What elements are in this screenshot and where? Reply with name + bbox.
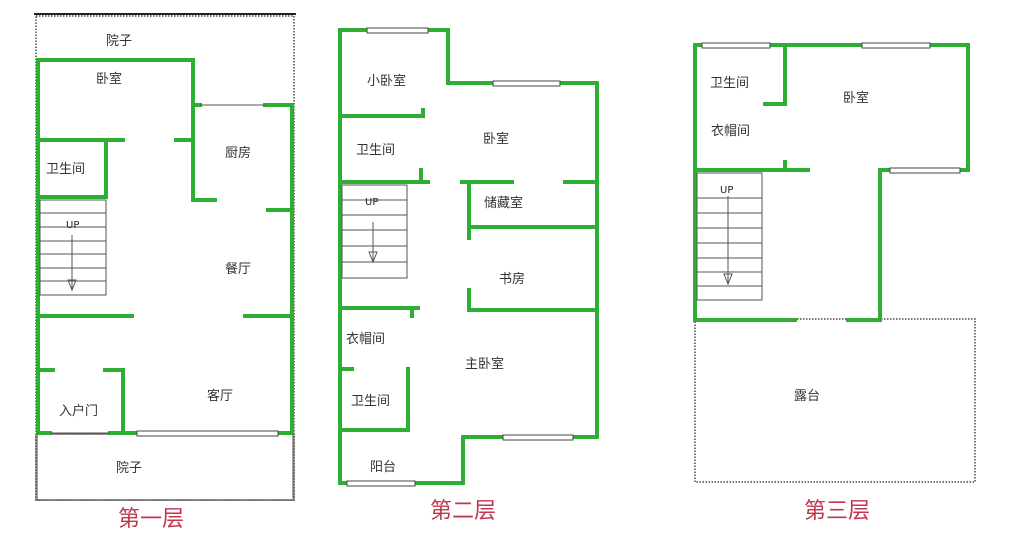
room-label-living: 客厅 [207, 388, 233, 404]
floor-2-plan: UP 小卧室 卫生间 卧室 储藏室 书房 衣帽间 主卧室 卫生间 阳台 第二层 [338, 27, 599, 524]
room-label-terrace: 露台 [794, 389, 820, 404]
room-label-storage: 储藏室 [484, 195, 523, 211]
bedroom-window [492, 80, 561, 87]
room-label-small-bedroom: 小卧室 [367, 73, 406, 89]
stairs-up-label: UP [365, 197, 378, 208]
room-label-bathroom: 卫生间 [46, 162, 85, 177]
bathroom-window [701, 42, 771, 49]
room-label-master-bedroom: 主卧室 [465, 356, 504, 372]
room-label-yard-top: 院子 [106, 34, 132, 49]
room-label-bedroom: 卧室 [843, 90, 869, 106]
living-window [136, 430, 279, 437]
front-yard-area [36, 433, 294, 501]
room-label-bathroom-2: 卫生间 [351, 394, 390, 409]
floor-1-stairs [39, 199, 107, 296]
small-bedroom-window [366, 27, 429, 34]
room-label-bathroom-1: 卫生间 [356, 143, 395, 158]
room-label-bedroom: 卧室 [96, 71, 122, 87]
room-label-study: 书房 [499, 271, 525, 287]
floor-3-plan: UP 卫生间 衣帽间 卧室 露台 第三层 [693, 42, 976, 524]
balcony-window [346, 480, 416, 487]
floor-1-walls [36, 58, 294, 435]
room-label-closet: 衣帽间 [346, 331, 385, 347]
floor-3-title: 第三层 [804, 499, 870, 524]
stairs-up-label: UP [66, 220, 79, 231]
room-label-yard-bottom: 院子 [116, 461, 142, 476]
room-label-closet: 衣帽间 [711, 123, 750, 139]
room-label-balcony: 阳台 [370, 460, 396, 475]
floor-1-title: 第一层 [118, 507, 184, 532]
floor-2-stairs [341, 184, 408, 279]
room-label-dining: 餐厅 [225, 261, 251, 277]
terrace-outline [694, 318, 976, 483]
room-label-bathroom: 卫生间 [710, 76, 749, 91]
floor-2-title: 第二层 [430, 499, 496, 524]
bedroom-window-bottom [889, 167, 961, 174]
floor-2-walls [338, 28, 599, 485]
master-bedroom-window [502, 434, 574, 441]
room-label-kitchen: 厨房 [225, 145, 251, 161]
room-label-bedroom: 卧室 [483, 131, 509, 147]
floor-1-plan: UP 院子 卧室 卫生间 厨房 餐厅 客厅 入户门 院子 第一层 [34, 13, 296, 532]
room-label-entry: 入户门 [59, 403, 98, 419]
floor-1-lot-outline [35, 15, 295, 501]
bedroom-window-top [861, 42, 931, 49]
floor-3-stairs [696, 172, 763, 301]
stairs-up-label: UP [720, 185, 733, 196]
